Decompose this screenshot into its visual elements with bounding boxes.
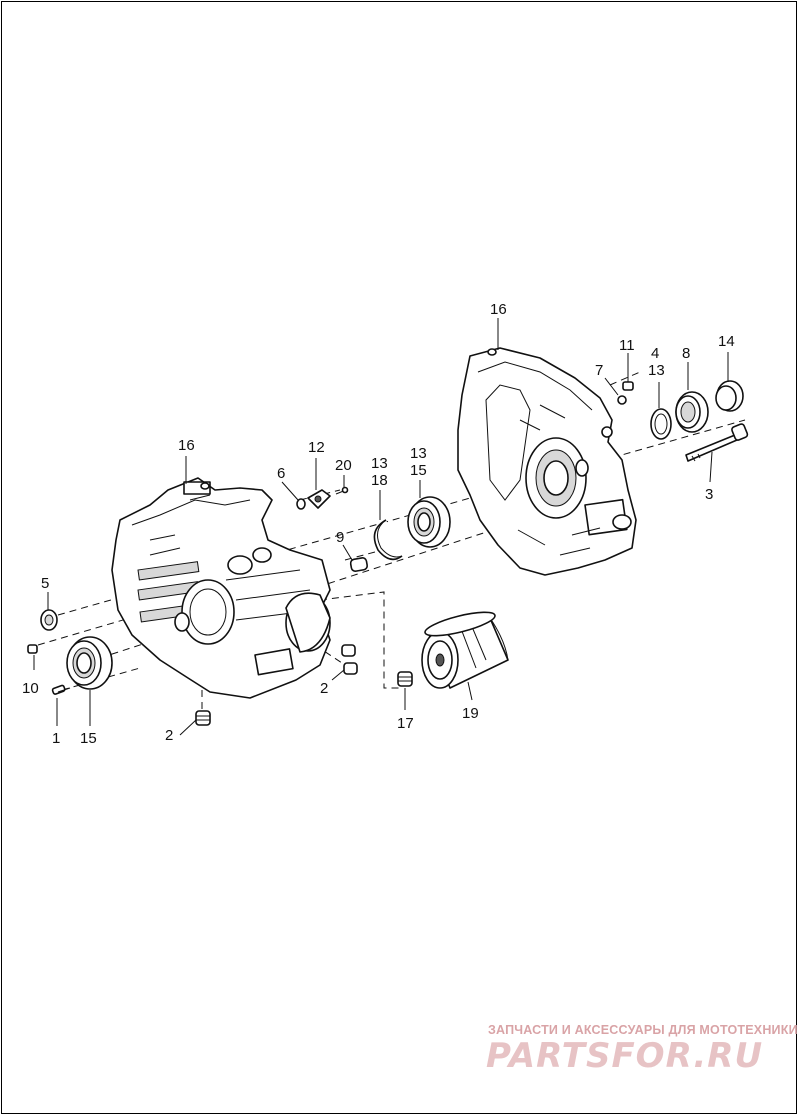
screw-20-part [335,486,349,495]
callout-17: 17 [397,715,414,732]
callout-14: 14 [718,333,735,350]
callout-13-bearing: 13 [410,445,427,462]
dowel-10-part [27,644,38,654]
callout-3: 3 [705,486,713,503]
callout-6: 6 [277,465,285,482]
bolt-3-part [685,423,749,462]
watermark-logo: PARTSFOR.RU [486,1036,764,1076]
seal-7-part [617,395,627,405]
nipple-17-part [397,671,413,687]
oring-6-part [296,498,306,510]
plug-11-part [622,381,634,391]
retaining-ring-18-part [373,519,403,561]
callout-15-center: 15 [410,462,427,479]
bearing-15-left-part [66,636,113,690]
callout-12: 12 [308,439,325,456]
left-crankcase-part [111,477,331,699]
callout-2-right: 2 [320,680,328,697]
crankcase-cover-part [285,592,331,653]
leader-lines [33,318,729,736]
watermark-tagline: ЗАПЧАСТИ И АКСЕССУАРЫ ДЛЯ МОТОТЕХНИКИ [488,1023,798,1037]
bearing-8-part [675,391,709,433]
callout-20: 20 [335,457,352,474]
callout-4: 4 [651,345,659,362]
callout-1: 1 [52,730,60,747]
screw-1-part [51,684,71,695]
callout-5: 5 [41,575,49,592]
oil-filter-19-part [421,611,509,689]
callout-7: 7 [595,362,603,379]
spacer-14-part [715,380,744,412]
bearing-5-part [40,609,58,631]
callout-labels: 16 16 12 20 6 13 18 13 15 9 5 10 1 15 2 … [22,301,735,747]
callout-10: 10 [22,680,39,697]
bushing-9-part [349,557,369,572]
plug-2-bottom-part [195,710,211,726]
callout-18: 18 [371,472,388,489]
callout-16-left: 16 [178,437,195,454]
callout-2-bottom: 2 [165,727,173,744]
callout-9: 9 [336,529,344,546]
callout-8: 8 [682,345,690,362]
seal-13-part [650,408,672,440]
callout-15-left: 15 [80,730,97,747]
callout-16-right: 16 [490,301,507,318]
callout-13-ring: 13 [371,455,388,472]
jet-12-part [307,489,331,509]
callout-19: 19 [462,705,479,722]
plugs-2-right-part [341,644,358,675]
callout-13-seal: 13 [648,362,665,379]
bearing-15-center-part [407,496,451,548]
callout-11: 11 [619,337,635,354]
right-crankcase-part [457,347,637,576]
